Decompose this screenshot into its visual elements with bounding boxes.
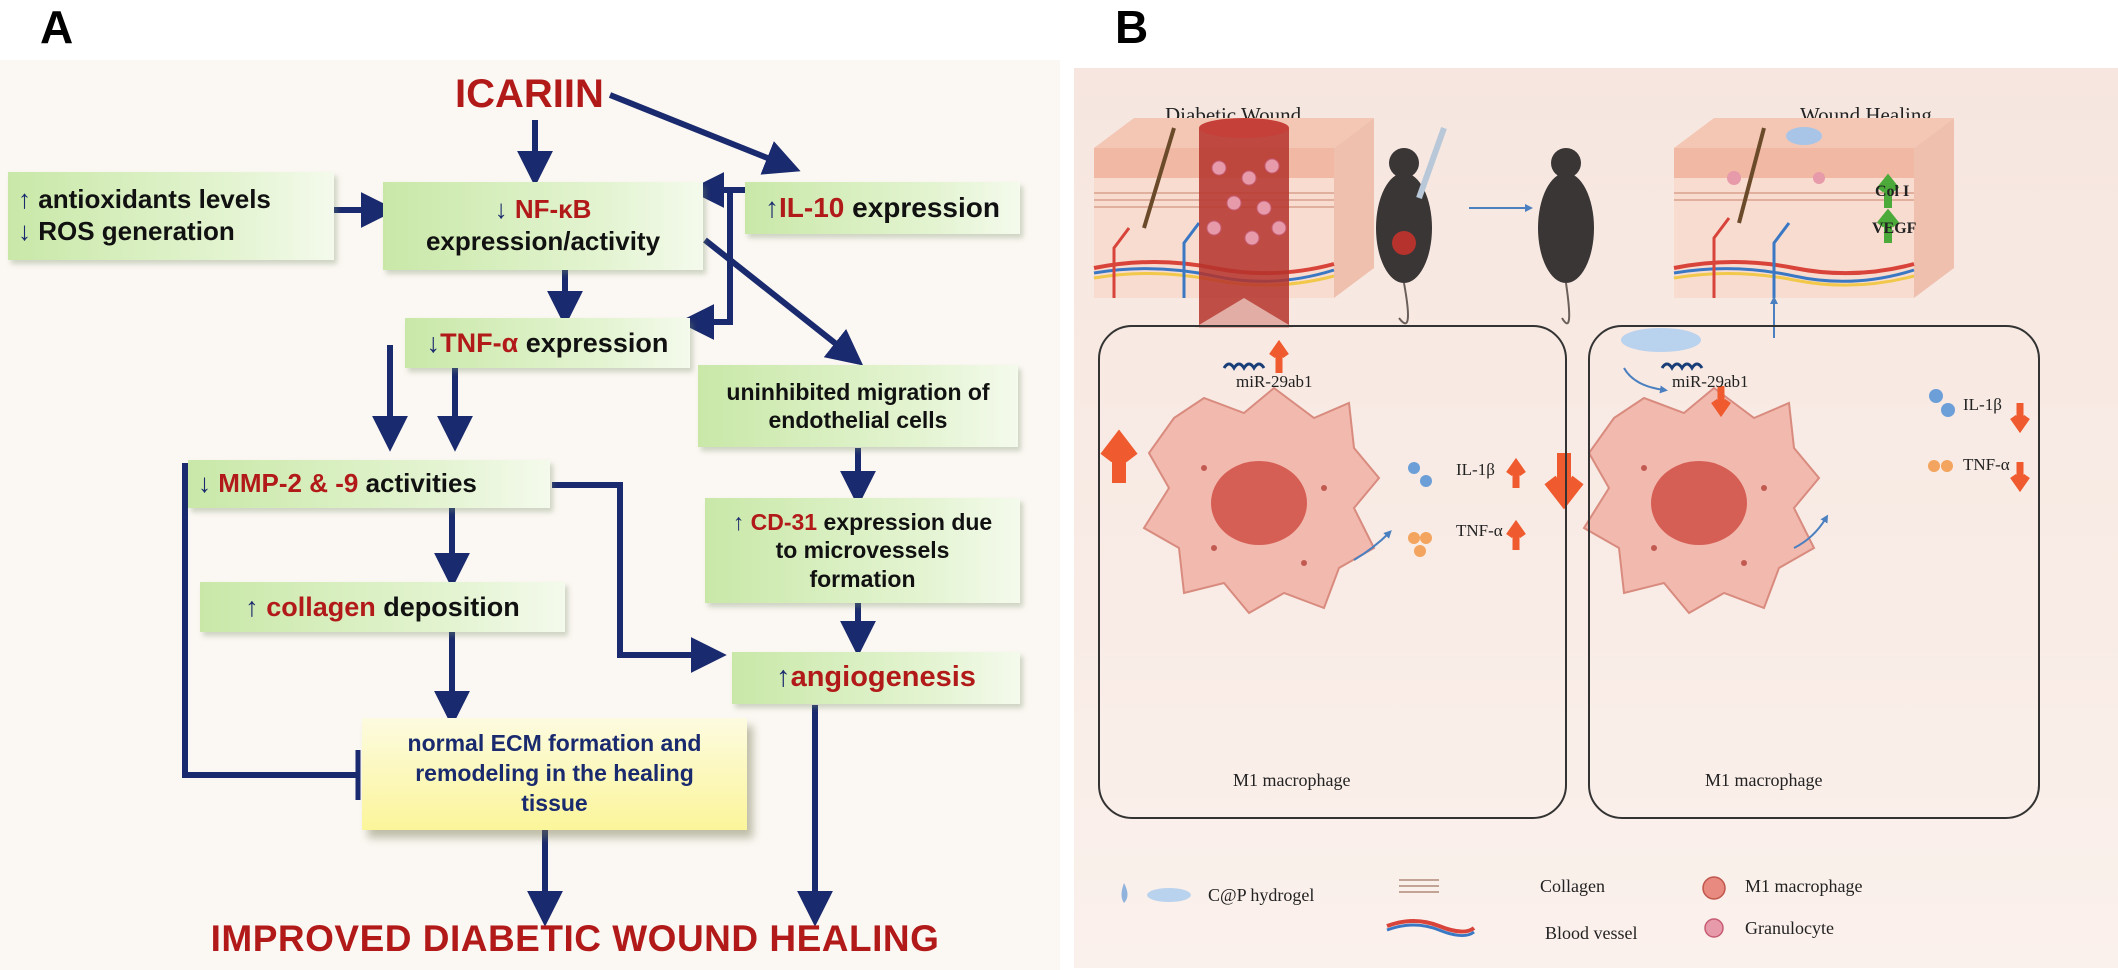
angiogenesis-box: ↑angiogenesis xyxy=(732,652,1020,704)
mouse-healed xyxy=(1538,148,1594,325)
legend-collagen: Collagen xyxy=(1540,876,1605,896)
tnfa-rest: expression xyxy=(525,327,669,358)
vegf-up-arrow-icon xyxy=(1876,208,1900,243)
right-mirna-label: miR-29ab1 xyxy=(1672,372,1749,391)
ecm-line2: remodeling in the healing xyxy=(415,760,694,787)
cd31-rest: expression due xyxy=(823,509,993,536)
mmp-box: ↓ MMP-2 & -9 activities xyxy=(188,460,550,508)
vegf-label: VEGF xyxy=(1872,220,1917,237)
icariin-label: ICARIIN xyxy=(455,72,604,117)
mouse-treated xyxy=(1376,126,1447,325)
cd31-line3: formation xyxy=(809,565,916,592)
legend-blood-vessel: Blood vessel xyxy=(1545,923,1638,943)
panel-label-b: B xyxy=(1115,1,1149,53)
nfkb-rest: expression/activity xyxy=(425,226,661,256)
up-arrow-icon: ↑ xyxy=(732,509,745,536)
left-macrophage-frame xyxy=(1098,325,1567,819)
ros-text: ROS generation xyxy=(38,216,235,246)
down-arrow-icon: ↓ xyxy=(18,216,31,246)
result-text: IMPROVED DIABETIC WOUND HEALING xyxy=(210,918,940,959)
up-arrow-icon: ↑ xyxy=(765,191,779,223)
cd31-line2: to microvessels xyxy=(775,537,950,564)
panel-b-illustration xyxy=(1093,118,2030,938)
il10-rest: expression xyxy=(852,191,1000,223)
nfkb-name: NF-κB xyxy=(514,194,592,225)
tnfa-up-arrow-icon xyxy=(1506,519,1526,550)
mmp-rest: activities xyxy=(365,468,477,499)
left-tnfa-label: TNF-α xyxy=(1456,521,1503,540)
left-il1b-label: IL-1β xyxy=(1456,460,1495,479)
panel-label-a: A xyxy=(40,1,74,53)
il10-box: ↑IL-10 expression xyxy=(745,182,1020,234)
up-arrow-icon: ↑ xyxy=(18,184,31,215)
up-arrow-icon: ↑ xyxy=(776,661,791,694)
migration-box: uninhibited migration of endothelial cel… xyxy=(698,365,1018,447)
hydrogel-disc-icon xyxy=(1147,888,1191,902)
mirna-up-arrow-icon xyxy=(1269,339,1289,373)
collagen-icon xyxy=(1399,879,1439,893)
down-arrow-icon: ↓ xyxy=(198,468,211,499)
right-macrophage xyxy=(1582,328,1821,615)
collagen-rest: deposition xyxy=(383,591,520,622)
left-mirna-label: miR-29ab1 xyxy=(1236,372,1313,391)
arrow-right-secretion xyxy=(1793,514,1829,549)
arrow-hydrogel-to-mirna xyxy=(1623,367,1668,394)
il10-name: IL-10 xyxy=(779,191,845,223)
il1b-down-arrow-icon xyxy=(2010,403,2030,434)
col1-up-arrow-icon xyxy=(1876,173,1900,208)
arrow-mmp-ecm-bracket xyxy=(182,463,358,778)
antioxidants-box: ↑ antioxidants levels ↓ ROS generation xyxy=(8,172,334,260)
right-tnfa-label: TNF-α xyxy=(1963,455,2010,474)
panel-a-arrows xyxy=(182,92,876,927)
granulocyte-icon xyxy=(1704,918,1724,938)
mirna-down-arrow-icon xyxy=(1711,386,1731,418)
tnfa-down-arrow-icon xyxy=(2010,462,2030,493)
ecm-box: normal ECM formation and remodeling in t… xyxy=(362,718,747,830)
up-arrow-icon: ↑ xyxy=(245,591,259,622)
diabetic-skin-block xyxy=(1093,118,1374,328)
col1-label: Col I xyxy=(1875,183,1910,200)
right-macrophage-frame xyxy=(1588,325,2040,819)
healed-skin-block xyxy=(1673,118,1954,298)
hydrogel-drop-icon xyxy=(1121,883,1128,903)
mmp-name: MMP-2 & -9 xyxy=(218,468,359,499)
right-cytokines xyxy=(1928,389,1955,472)
left-cytokines xyxy=(1408,462,1432,557)
macrophage-down-arrow-icon xyxy=(1544,453,1584,510)
tnfa-name: TNF-α xyxy=(440,327,519,358)
tnfa-box: ↓TNF-α expression xyxy=(405,318,690,368)
arrow-icariin-il10 xyxy=(608,92,801,175)
il1b-up-arrow-icon xyxy=(1506,457,1526,488)
arrow-left-secretion xyxy=(1353,530,1392,561)
right-macrophage-caption: M1 macrophage xyxy=(1705,770,1823,790)
ecm-line1: normal ECM formation and xyxy=(407,730,702,757)
macrophage-up-arrow-icon xyxy=(1100,429,1138,483)
down-arrow-icon: ↓ xyxy=(426,327,441,358)
arrow-mmp-angiogenesis xyxy=(552,482,727,673)
legend-hydrogel: C@P hydrogel xyxy=(1208,885,1315,905)
down-arrow-icon: ↓ xyxy=(494,194,508,225)
antioxidants-text: antioxidants levels xyxy=(38,184,271,215)
arrow-nfkb-migration xyxy=(703,237,864,366)
ecm-line3: tissue xyxy=(521,789,588,816)
legend-m1-macrophage: M1 macrophage xyxy=(1745,876,1863,896)
right-il1b-label: IL-1β xyxy=(1963,395,2002,414)
m1-macrophage-icon xyxy=(1702,876,1726,900)
cd31-box: ↑ CD-31 expression due to microvessels f… xyxy=(705,498,1020,603)
nfkb-box: ↓ NF-κB expression/activity xyxy=(383,182,703,270)
left-macrophage-caption: M1 macrophage xyxy=(1233,770,1351,790)
icariin-text: ICARIIN xyxy=(455,72,604,116)
blood-vessel-icon xyxy=(1386,919,1476,934)
legend-granulocyte: Granulocyte xyxy=(1745,918,1834,938)
collagen-name: collagen xyxy=(266,591,376,622)
collagen-box: ↑ collagen deposition xyxy=(200,582,565,632)
migration-line1: uninhibited migration of xyxy=(726,378,990,405)
left-macrophage xyxy=(1142,362,1381,615)
angiogenesis-name: angiogenesis xyxy=(790,661,976,694)
migration-line2: endothelial cells xyxy=(768,407,948,433)
cd31-name: CD-31 xyxy=(750,509,818,536)
